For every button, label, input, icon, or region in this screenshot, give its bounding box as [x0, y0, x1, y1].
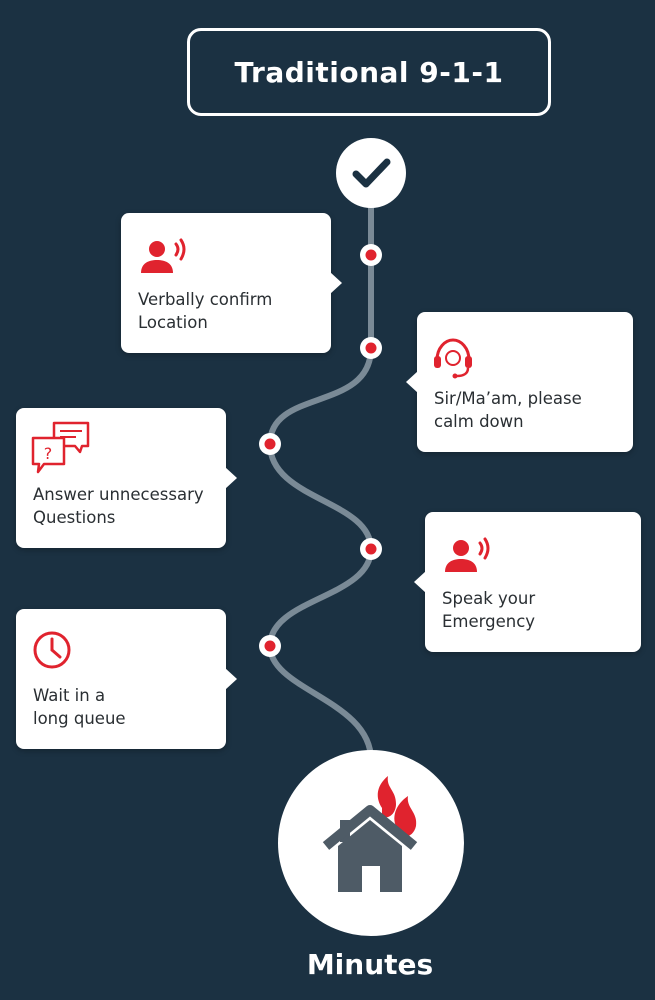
chat-bubbles-question-icon: ?: [30, 420, 92, 476]
step-label-line2: long queue: [33, 709, 126, 728]
step-card-verbally-confirm: Verbally confirm Location: [121, 213, 342, 353]
svg-text:?: ?: [44, 444, 53, 463]
step-card-speak-emergency: Speak your Emergency: [414, 512, 641, 652]
step-card-answer-questions: ? Answer unnecessary Questions: [16, 408, 237, 548]
step-label: Verbally confirm Location: [138, 288, 272, 334]
footer-label: Minutes: [306, 948, 434, 981]
title-box: Traditional 9-1-1: [187, 28, 551, 116]
step-label-line2: Location: [138, 313, 208, 332]
step-label: Answer unnecessary Questions: [33, 483, 204, 529]
step-card-calm-down: Sir/Ma’am, please calm down: [406, 312, 633, 452]
step-label-line2: Emergency: [442, 612, 536, 631]
step-label-line1: Sir/Ma’am, please: [434, 389, 582, 408]
burning-house-badge: [278, 750, 464, 936]
step-label-line1: Verbally confirm: [138, 290, 273, 309]
step-label-line2: Questions: [33, 508, 116, 527]
timeline-node-4: [360, 538, 382, 560]
headset-icon: [431, 336, 483, 380]
timeline-node-5: [259, 635, 281, 657]
step-card-wait-queue: Wait in a long queue: [16, 609, 237, 749]
checkmark-badge: [336, 138, 406, 208]
burning-house-icon: [322, 776, 418, 892]
timeline-node-1: [360, 244, 382, 266]
step-label-line1: Wait in a: [33, 686, 106, 705]
page-title: Traditional 9-1-1: [234, 55, 504, 89]
step-label-line1: Answer unnecessary: [33, 485, 204, 504]
step-label-line1: Speak your: [442, 589, 536, 608]
person-speaking-icon: [443, 534, 495, 578]
step-label: Sir/Ma’am, please calm down: [434, 387, 582, 433]
step-label: Speak your Emergency: [442, 587, 535, 633]
step-label: Wait in a long queue: [33, 684, 126, 730]
step-label-line2: calm down: [434, 412, 524, 431]
timeline-node-3: [259, 433, 281, 455]
timeline-node-2: [360, 337, 382, 359]
checkmark-icon: [352, 158, 391, 188]
clock-icon: [32, 629, 84, 673]
person-speaking-icon: [139, 235, 191, 279]
